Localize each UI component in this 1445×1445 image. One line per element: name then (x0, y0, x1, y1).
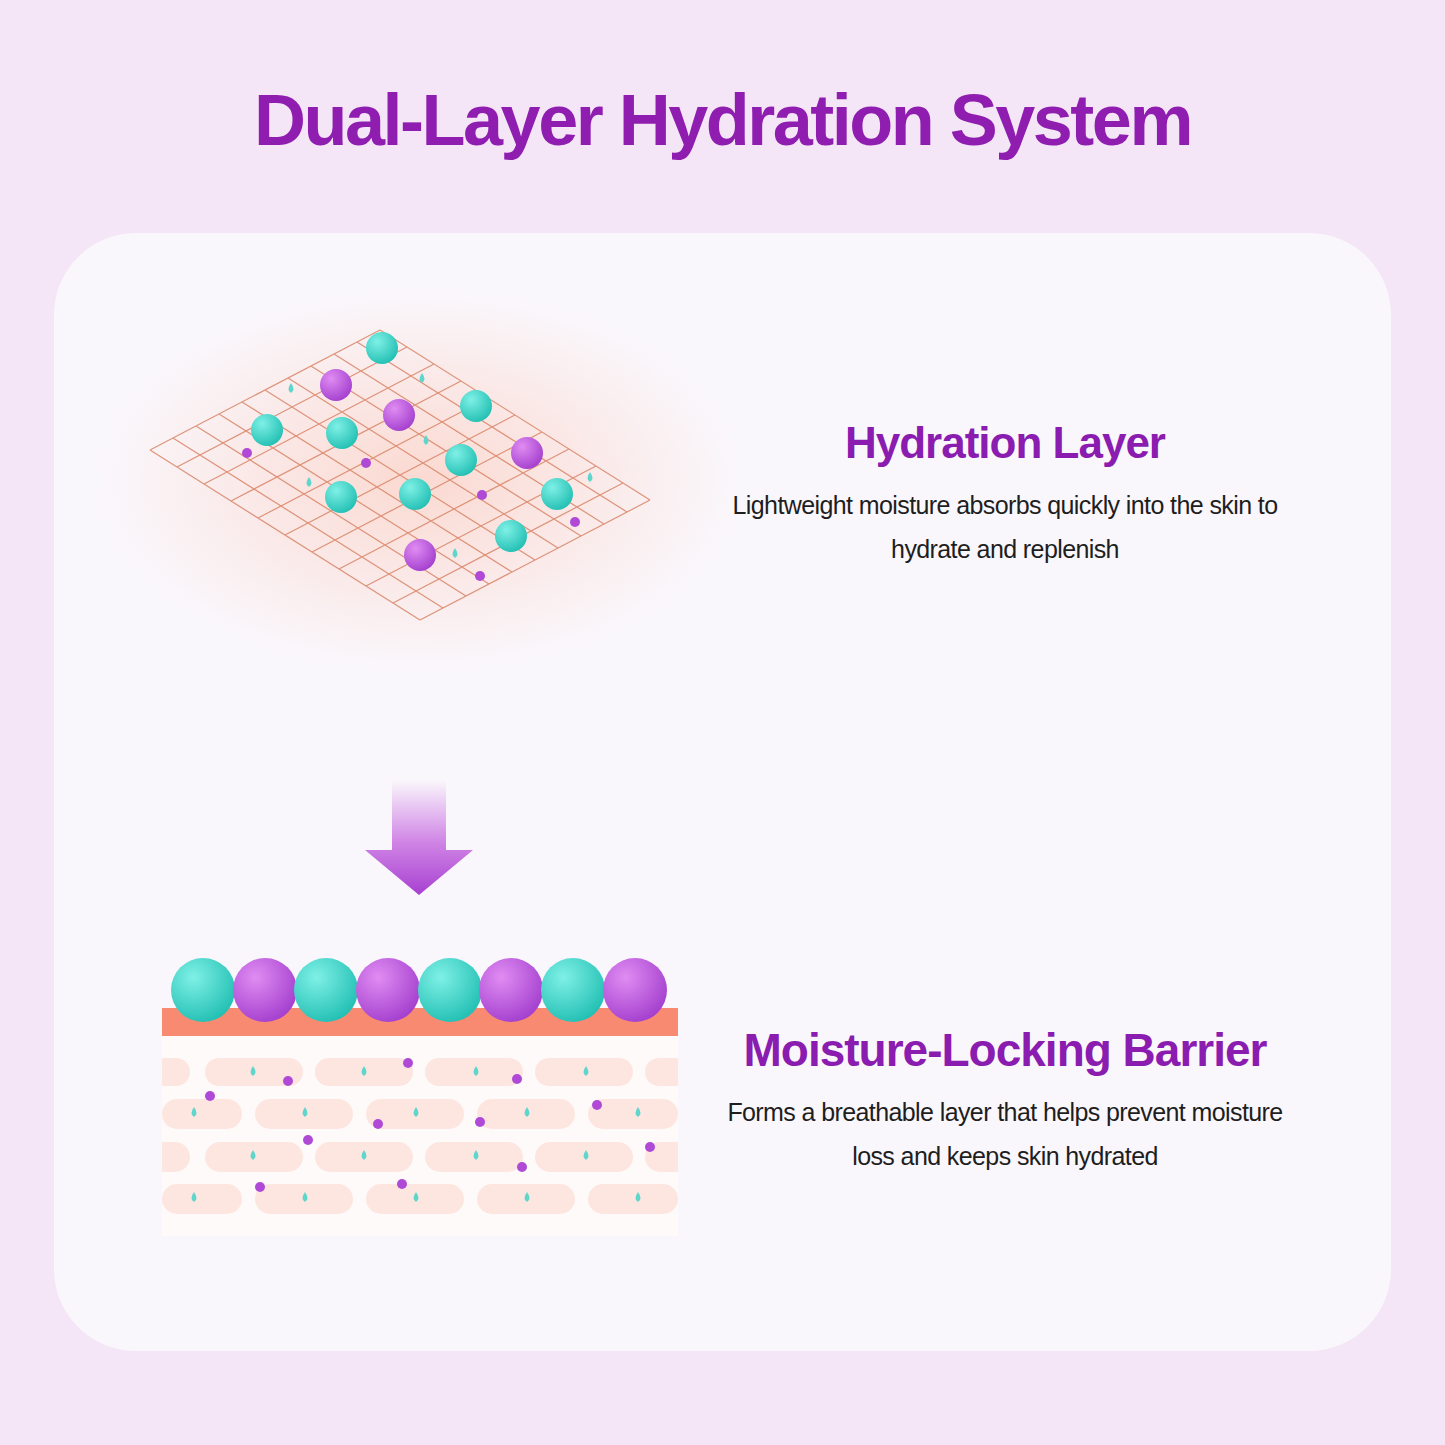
skin-mesh (150, 330, 650, 620)
barrier-molecules (171, 958, 667, 1022)
card-panel (54, 233, 1391, 1351)
skin-glow (100, 290, 740, 670)
section-block: Moisture-Locking BarrierForms a breathab… (140, 895, 1320, 1255)
flow-arrow (365, 780, 473, 895)
molecule-cluster (242, 332, 593, 581)
section-heading: Hydration Layer (720, 415, 1290, 471)
section-description: Forms a breathable layer that helps prev… (715, 1090, 1295, 1178)
diagram-title: Dual-Layer Hydration System (0, 78, 1445, 162)
barrier-band (162, 1008, 678, 1036)
section-block: Hydration LayerLightweight moisture abso… (140, 300, 1320, 780)
skin-cells (140, 1036, 700, 1236)
section-heading: Moisture-Locking Barrier (700, 1022, 1310, 1078)
section-description: Lightweight moisture absorbs quickly int… (715, 483, 1295, 571)
